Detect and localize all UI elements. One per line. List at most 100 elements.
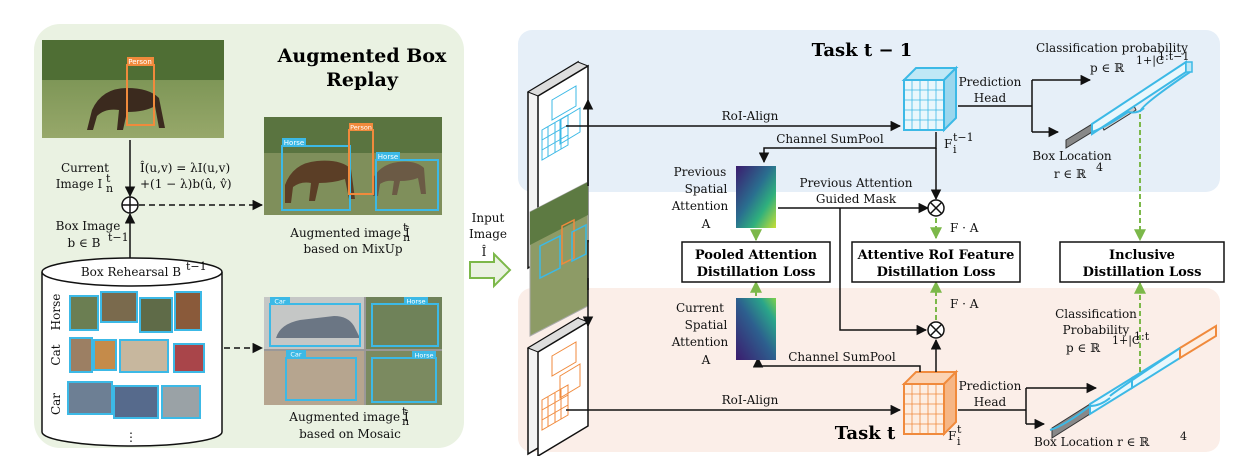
current-image-sup: t [106, 172, 111, 185]
prev-attn-symbol: A [701, 217, 711, 231]
mask-to-otimes-cur [839, 208, 928, 336]
feature-prev-sub: i [953, 143, 957, 156]
mixup-person-tag: Person [350, 124, 372, 132]
attentive-loss-line1: Attentive RoI Feature [857, 248, 1015, 263]
otimes-prev-icon [927, 199, 945, 217]
mixup-caption-sup: t [403, 221, 408, 234]
cur-attention-heatmap [736, 298, 776, 360]
mixup-caption-2: based on MixUp [303, 242, 402, 256]
input-label-2: Image [469, 227, 507, 241]
box-loc-prev-formula: r ∈ ℝ [1054, 167, 1087, 181]
masked-prev-label: F · A [950, 221, 979, 235]
mixup-caption-sub: n [403, 231, 410, 244]
input-image-group: Input Image Î [469, 211, 512, 289]
row-label-cat: Cat [49, 344, 63, 365]
mixup-formula-1: Î(u,v) = λI(u,v) [140, 160, 230, 175]
backbone-cur [526, 316, 590, 458]
mosaic-horse-tag-1: Horse [407, 298, 426, 306]
cls-cur-label-2: Probability [1063, 323, 1130, 337]
replay-title-1: Augmented Box [277, 45, 447, 67]
row-label-horse: Horse [49, 294, 63, 331]
prev-attn-label-3: Attention [671, 199, 729, 213]
inclusive-loss-line1: Inclusive [1109, 248, 1175, 263]
roi-align-cur-label: RoI-Align [722, 393, 779, 407]
roi-align-prev-label: RoI-Align [722, 109, 779, 123]
current-image-sub: n [106, 182, 113, 195]
sumpool-cur-label: Channel SumPool [788, 350, 896, 364]
cur-attn-label-1: Current [676, 301, 724, 315]
task-cur-title: Task t [835, 423, 896, 444]
guided-mask-label-1: Previous Attention [800, 176, 913, 190]
pooled-loss-line2: Distillation Loss [697, 265, 816, 280]
inclusive-loss-line2: Distillation Loss [1083, 265, 1202, 280]
car-silhouette [276, 316, 360, 338]
box-loc-cur-label: Box Location r ∈ ℝ [1034, 435, 1150, 449]
current-image: Person [42, 40, 224, 138]
mixup-caption-1: Augmented image Î [289, 225, 410, 240]
feature-cur-sup: t [957, 423, 962, 436]
box-loc-cur-sup: 4 [1180, 430, 1187, 443]
cls-prev-label: Classification probability [1036, 41, 1188, 55]
cur-attn-label-2: Spatial [685, 318, 728, 332]
task-prev-bg [518, 30, 1220, 192]
pred-head-cur-1: Prediction [959, 379, 1022, 393]
output-bars-prev [1065, 60, 1193, 149]
pred-head-prev-1: Prediction [959, 75, 1022, 89]
box-loc-prev-sup: 4 [1096, 161, 1103, 174]
box-loc-prev-label: Box Location [1032, 149, 1112, 163]
task-prev-title: Task t − 1 [812, 40, 913, 61]
current-image-label-1: Current [61, 161, 109, 175]
box-image-label-1: Box Image [56, 219, 121, 233]
cls-prev-sup: 1+|C [1136, 54, 1164, 68]
feature-cube-cur [901, 369, 959, 437]
guided-mask-label-2: Guided Mask [816, 192, 897, 206]
mosaic-image: Car Horse Car Horse [264, 297, 442, 405]
row-label-car: Car [49, 393, 63, 415]
mosaic-caption-sub: n [402, 415, 409, 428]
rehearsal-sup: t−1 [186, 260, 207, 273]
cls-prev-sup2: 1:t−1 [1158, 50, 1189, 63]
pred-head-prev-2: Head [974, 91, 1007, 105]
mixup-image: Horse Person Horse [264, 117, 442, 215]
pooled-loss-line1: Pooled Attention [695, 248, 818, 263]
sumpool-cur-arrow [752, 356, 921, 372]
mosaic-caption-1: Augmented image Î [288, 409, 409, 424]
mosaic-caption-2: based on Mosaic [299, 427, 401, 441]
person-tag: Person [128, 58, 152, 66]
otimes-cur-icon [927, 321, 945, 339]
attentive-roi-loss-box: Attentive RoI Feature Distillation Loss [851, 241, 1021, 283]
cls-cur-sup2: 1:t [1134, 330, 1150, 343]
rehearsal-label: Box Rehearsal B [81, 265, 181, 279]
box-rehearsal-cylinder: Box Rehearsal B t−1 Horse Cat Car ⋮ [41, 257, 223, 447]
feature-prev-label: F [944, 137, 952, 151]
input-label-1: Input [472, 211, 505, 225]
feature-cur-sub: i [957, 435, 961, 448]
mosaic-horse-tag-2: Horse [415, 352, 434, 360]
sumpool-prev-arrow [758, 132, 937, 164]
mixup-horse-tag-2: Horse [378, 153, 398, 161]
inclusive-loss-box: Inclusive Distillation Loss [1059, 241, 1225, 283]
mosaic-car-tag: Car [274, 298, 286, 306]
cls-cur-label-1: Classification [1055, 307, 1137, 321]
feature-prev-sup: t−1 [953, 131, 974, 144]
current-image-label-2: Image I [56, 177, 103, 191]
masked-cur-label: F · A [950, 297, 979, 311]
input-symbol: Î [482, 244, 487, 259]
box-image-sup: t−1 [108, 231, 129, 244]
pred-head-cur-2: Head [974, 395, 1007, 409]
input-arrow [469, 251, 512, 289]
box-image-label-2: b ∈ B [67, 236, 100, 250]
pooled-attention-loss-box: Pooled Attention Distillation Loss [681, 241, 831, 283]
cur-attn-symbol: A [701, 353, 711, 367]
replay-panel: Augmented Box Replay Person Current Imag… [34, 24, 464, 448]
cls-cur-sup: 1+|C [1112, 334, 1140, 348]
cur-attn-label-3: Attention [671, 335, 729, 349]
feature-cur-label: F [948, 429, 956, 443]
prev-attention-heatmap [736, 166, 776, 228]
replay-title-2: Replay [326, 69, 399, 91]
input-image-slab [529, 181, 589, 337]
mosaic-car-tag-2: Car [290, 351, 302, 359]
prev-attn-label-2: Spatial [685, 182, 728, 196]
